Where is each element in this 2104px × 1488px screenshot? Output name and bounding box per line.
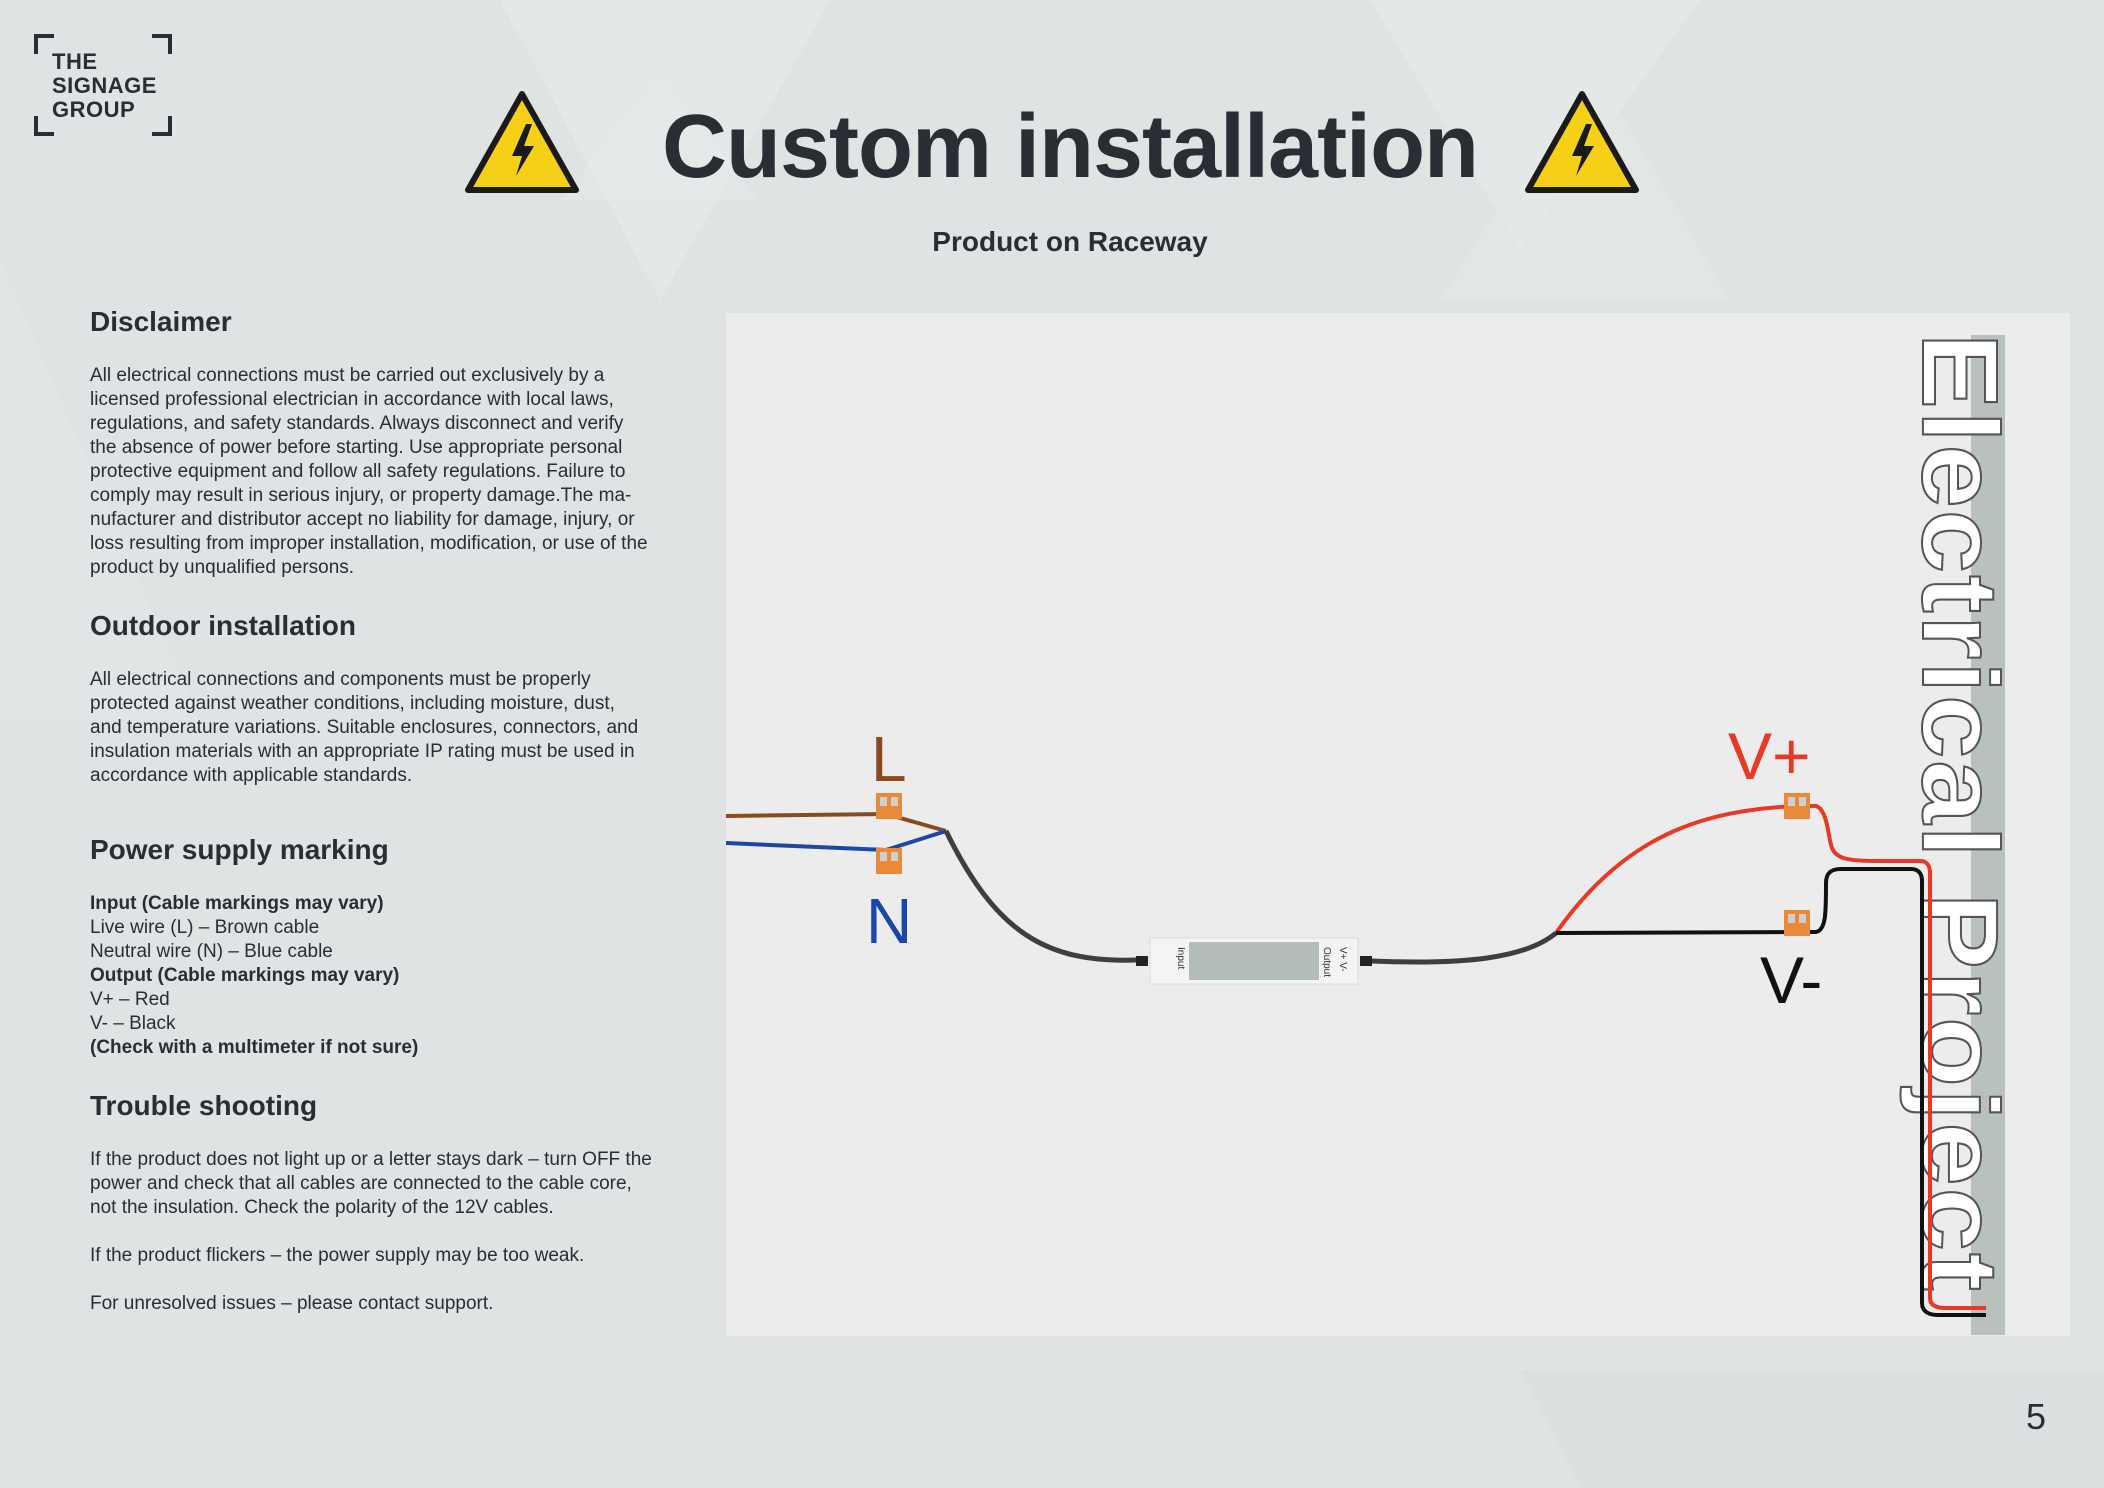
- vplus-text: V+ – Red: [90, 989, 170, 1010]
- warning-icon: [1525, 91, 1639, 193]
- instructions-column: Disclaimer All electrical connections mu…: [90, 306, 700, 1316]
- label-l: L: [871, 723, 907, 795]
- sign-text: Electrical Project: [1900, 333, 2021, 1293]
- power-heading: Power supply marking: [90, 834, 389, 865]
- psu-output-label: Output: [1321, 947, 1332, 977]
- disclaimer-line: All electrical connections must be carri…: [90, 365, 605, 386]
- outdoor-heading: Outdoor installation: [90, 610, 356, 641]
- connector-vminus: [1784, 910, 1810, 936]
- disclaimer-line: regulations, and safety standards. Alway…: [90, 413, 624, 434]
- outdoor-text: All electrical connections and component…: [90, 668, 700, 788]
- outdoor-line: accordance with applicable standards.: [90, 765, 413, 786]
- trouble-line: If the product does not light up or a le…: [90, 1149, 652, 1170]
- disclaimer-heading: Disclaimer: [90, 306, 232, 337]
- power-text: Input (Cable markings may vary) Live wir…: [90, 892, 700, 1060]
- multimeter-note: (Check with a multimeter if not sure): [90, 1037, 419, 1058]
- black-wire: [1555, 867, 1986, 1317]
- wiring-diagram: Electrical Project L N Input Output V+ V…: [726, 313, 2070, 1336]
- company-logo: THE SIGNAGE GROUP: [34, 34, 172, 136]
- disclaimer-line: licensed professional electrician in acc…: [90, 389, 614, 410]
- connector-n: [876, 848, 902, 874]
- page-number: 5: [2025, 1396, 2046, 1437]
- support-text: For unresolved issues – please contact s…: [90, 1293, 494, 1314]
- raceway-strip: [1971, 335, 2005, 1335]
- connector-l: [876, 793, 902, 819]
- flicker-text: If the product flickers – the power supp…: [90, 1245, 585, 1266]
- output-heading: Output (Cable markings may vary): [90, 965, 400, 986]
- trouble-text: If the product does not light up or a le…: [90, 1148, 700, 1316]
- vminus-text: V- – Black: [90, 1013, 176, 1034]
- neutral-wire-text: Neutral wire (N) – Blue cable: [90, 941, 333, 962]
- outdoor-line: insulation materials with an appropriate…: [90, 741, 635, 762]
- psu-output-pins: V+ V-: [1337, 947, 1348, 972]
- label-vminus: V-: [1760, 943, 1822, 1017]
- disclaimer-text: All electrical connections must be carri…: [90, 364, 700, 580]
- input-cable: [943, 829, 1137, 963]
- live-wire-text: Live wire (L) – Brown cable: [90, 917, 320, 938]
- disclaimer-line: nufacturer and distributor accept no lia…: [90, 509, 635, 530]
- page-title: Custom installation: [661, 97, 1479, 197]
- trouble-heading: Trouble shooting: [90, 1090, 318, 1121]
- red-wire: [1554, 804, 1986, 1310]
- output-cable: [1371, 931, 1558, 965]
- label-vplus: V+: [1728, 719, 1811, 793]
- disclaimer-line: the absence of power before starting. Us…: [90, 437, 623, 458]
- brown-wire: [726, 811, 947, 833]
- trouble-line: power and check that all cables are conn…: [90, 1173, 632, 1194]
- page-subtitle: Product on Raceway: [932, 226, 1208, 257]
- disclaimer-line: comply may result in serious injury, or …: [90, 485, 632, 506]
- outdoor-line: All electrical connections and component…: [90, 669, 591, 690]
- connector-vplus: [1784, 793, 1810, 819]
- blue-wire: [726, 829, 947, 853]
- outdoor-line: and temperature variations. Suitable enc…: [90, 717, 639, 738]
- disclaimer-line: product by unqualified persons.: [90, 557, 355, 578]
- warning-icon: [465, 91, 579, 193]
- label-n: N: [866, 885, 912, 957]
- power-supply: Input Output V+ V-: [1136, 937, 1372, 985]
- disclaimer-line: loss resulting from improper installatio…: [90, 533, 648, 554]
- psu-input-label: Input: [1175, 947, 1186, 969]
- outdoor-line: protected against weather conditions, in…: [90, 693, 615, 714]
- trouble-line: not the insulation. Check the polarity o…: [90, 1197, 554, 1218]
- logo-text: THE SIGNAGE GROUP: [52, 49, 157, 122]
- disclaimer-line: protective equipment and follow all safe…: [90, 461, 626, 482]
- input-heading: Input (Cable markings may vary): [90, 893, 384, 914]
